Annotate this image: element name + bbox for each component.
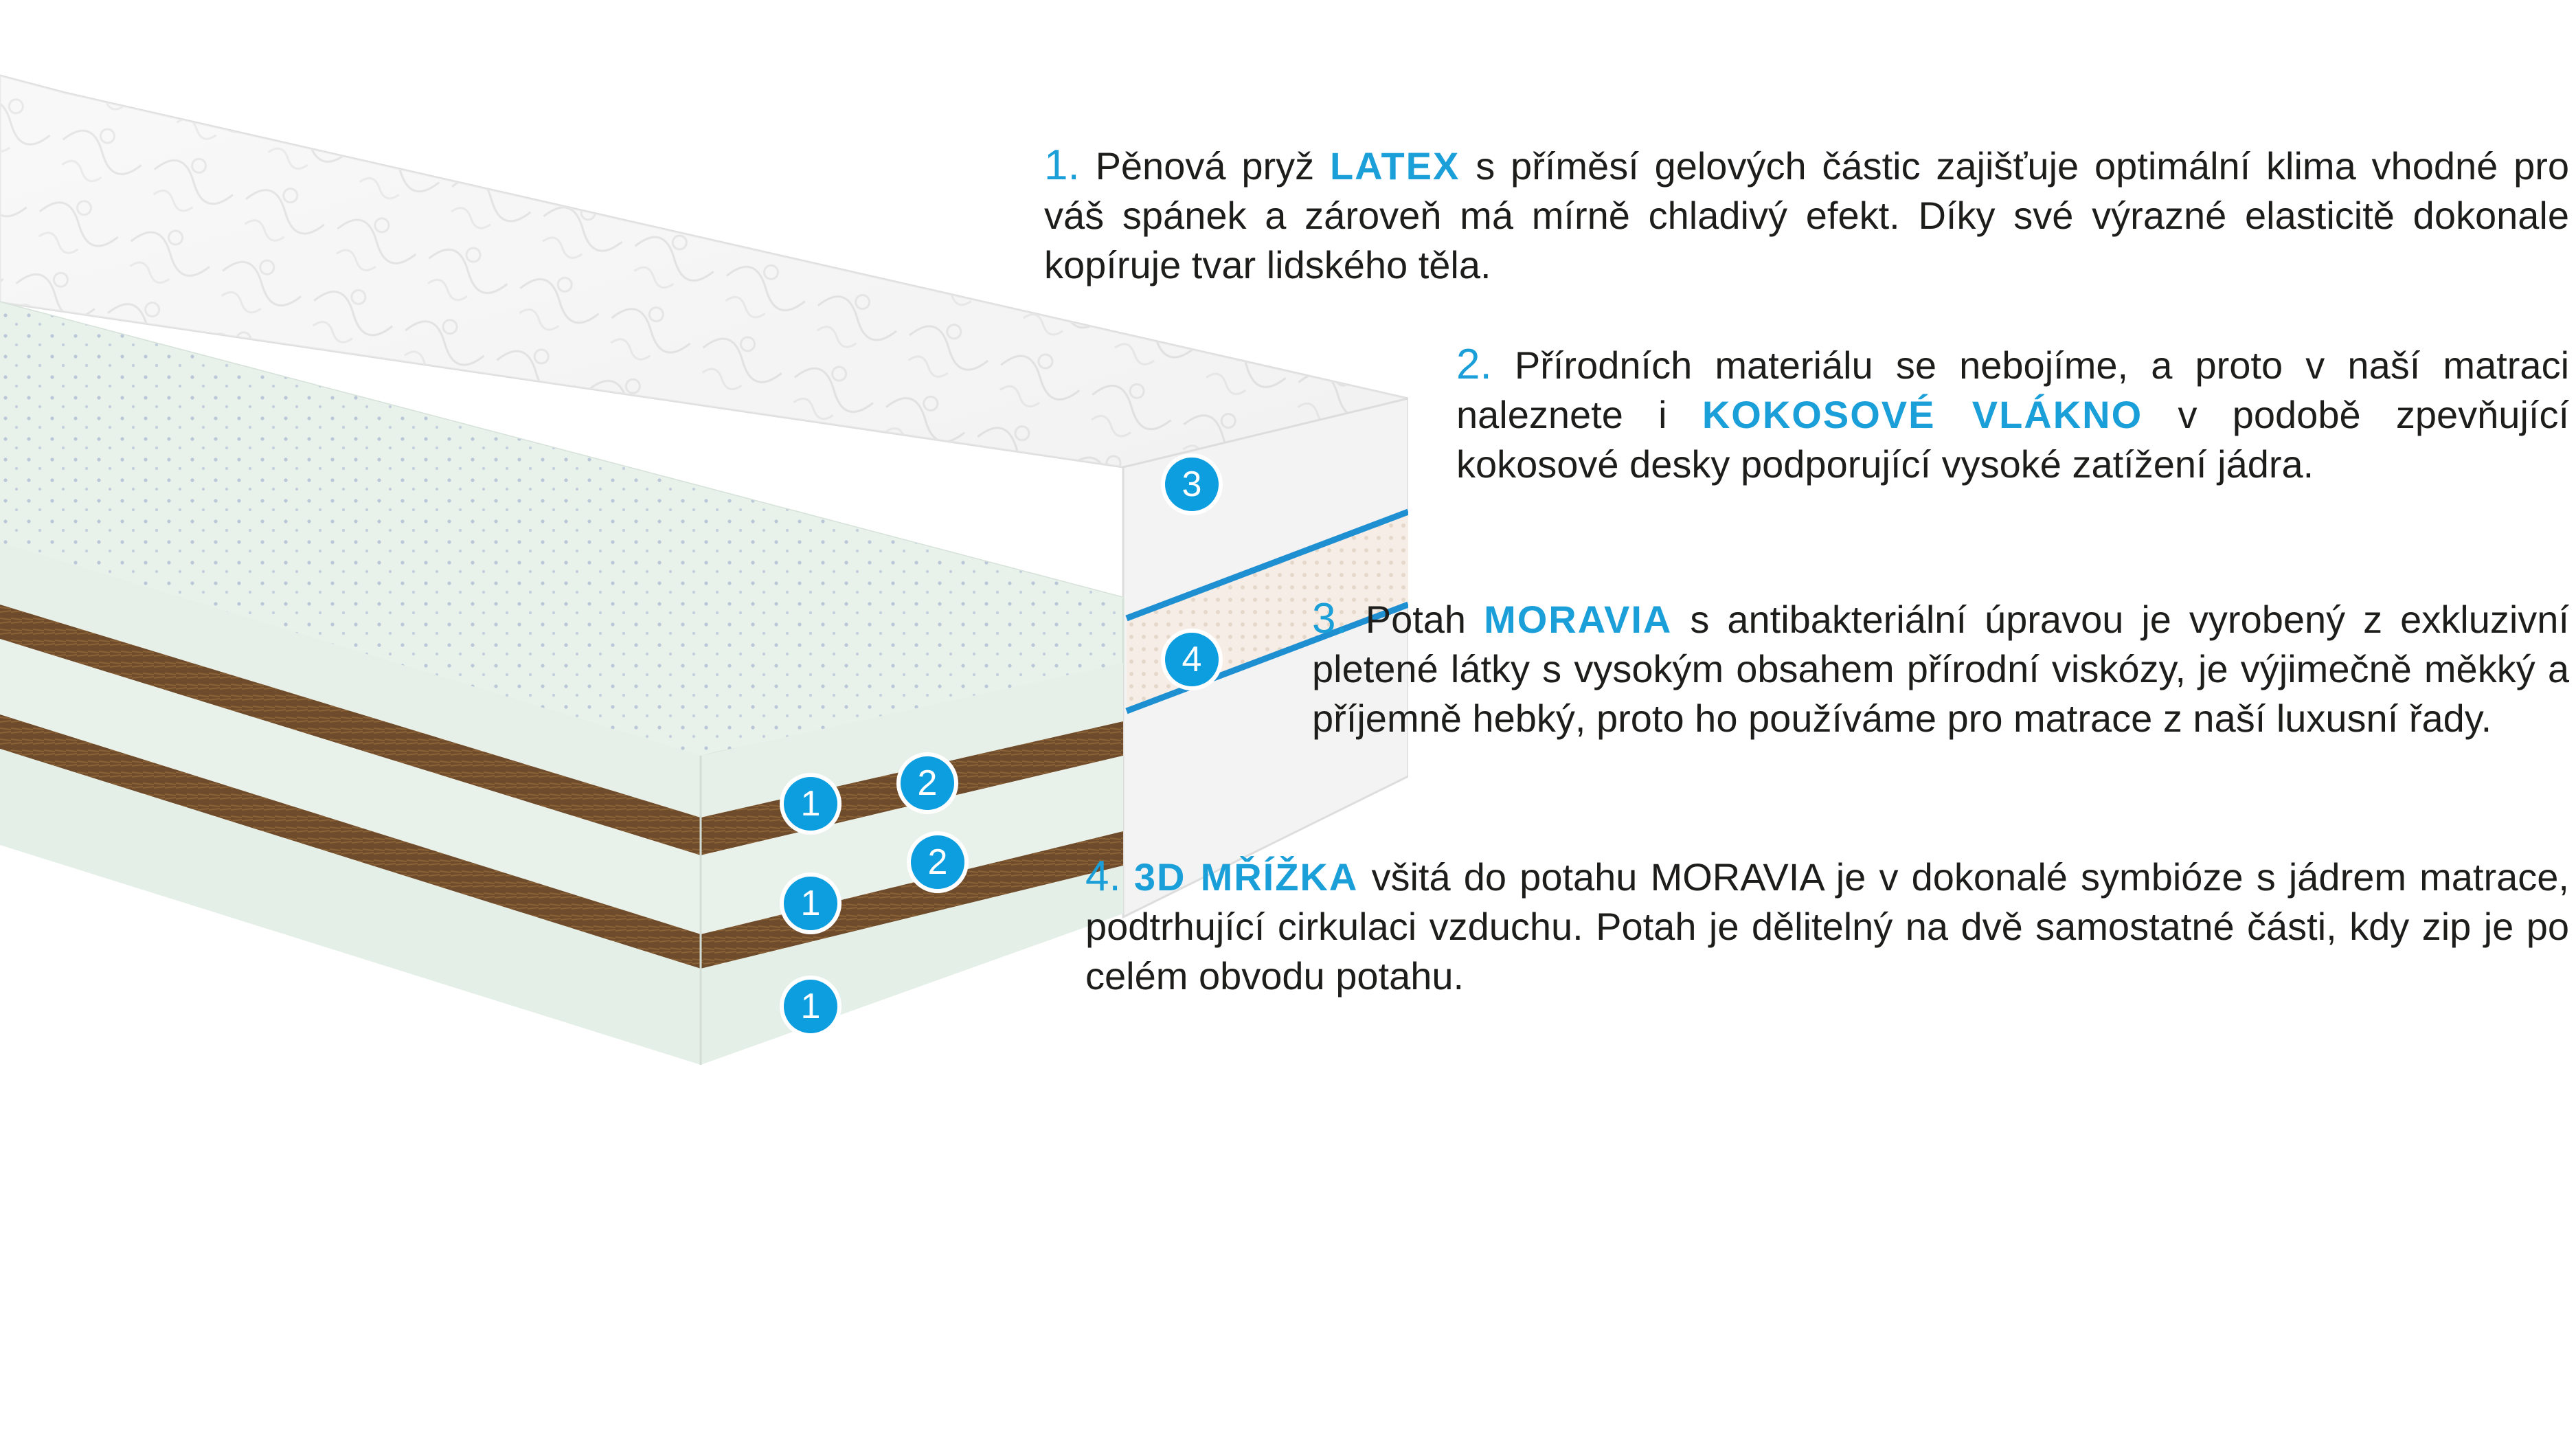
svg-text:1: 1 [801,784,821,824]
feature-cover: 3. Potah MORAVIA s antibakteriální úprav… [1312,594,2569,743]
badge-coconut-lower: 2 [907,831,969,893]
latex-layer-bottom [0,749,1123,1065]
feature-text-before: Potah [1365,598,1467,641]
feature-coconut: 2. Přírodních materiálu se nebojíme, a p… [1456,340,2569,489]
feature-text-after: v podobě zpevňující kokosové desky podpo… [1456,393,2570,486]
feature-number: 1. [1044,142,1080,189]
feature-mesh: 4. 3D MŘÍŽKA všitá do potahu MORAVIA je … [1085,852,2569,1001]
svg-text:3: 3 [1182,464,1202,504]
latex-layer-top [0,543,1123,818]
feature-text-before: Přírodních materiálu se nebojíme, a prot… [1456,343,2570,436]
feature-highlight: KOKOSOVÉ VLÁKNO [1702,393,2143,436]
badge-coconut-upper: 2 [896,752,958,814]
feature-highlight: LATEX [1329,144,1460,188]
badge-latex-middle: 1 [780,872,841,934]
svg-text:1: 1 [801,883,821,923]
coconut-layer-lower [0,714,1123,969]
feature-number: 2. [1456,341,1492,388]
feature-highlight: 3D MŘÍŽKA [1133,855,1359,899]
feature-text-after: s antibakteriální úpravou je vyrobený z … [1312,598,2570,740]
feature-number: 3. [1312,595,1348,642]
badge-mesh: 4 [1161,629,1223,690]
svg-text:2: 2 [918,763,938,803]
feature-text-after: s příměsí gelových částic zajišťuje opti… [1044,144,2570,286]
feature-text-after: všitá do potahu MORAVIA je v dokonalé sy… [1085,855,2569,998]
coconut-layer-upper [0,605,1123,855]
feature-text-before: Pěnová pryž [1095,144,1315,188]
feature-highlight: MORAVIA [1484,598,1673,641]
feature-number: 4. [1085,853,1121,900]
feature-latex: 1. Pěnová pryž LATEX s příměsí gelových … [1044,141,2569,290]
badge-latex-top: 1 [780,773,841,835]
badge-cover: 3 [1161,453,1223,515]
badge-latex-bottom: 1 [780,976,841,1037]
latex-layer-middle [0,639,1123,934]
svg-text:1: 1 [801,987,821,1026]
svg-text:2: 2 [928,842,948,882]
mattress-illustration: 3 4 1 2 2 1 1 [0,74,1408,1065]
svg-text:4: 4 [1182,640,1202,679]
